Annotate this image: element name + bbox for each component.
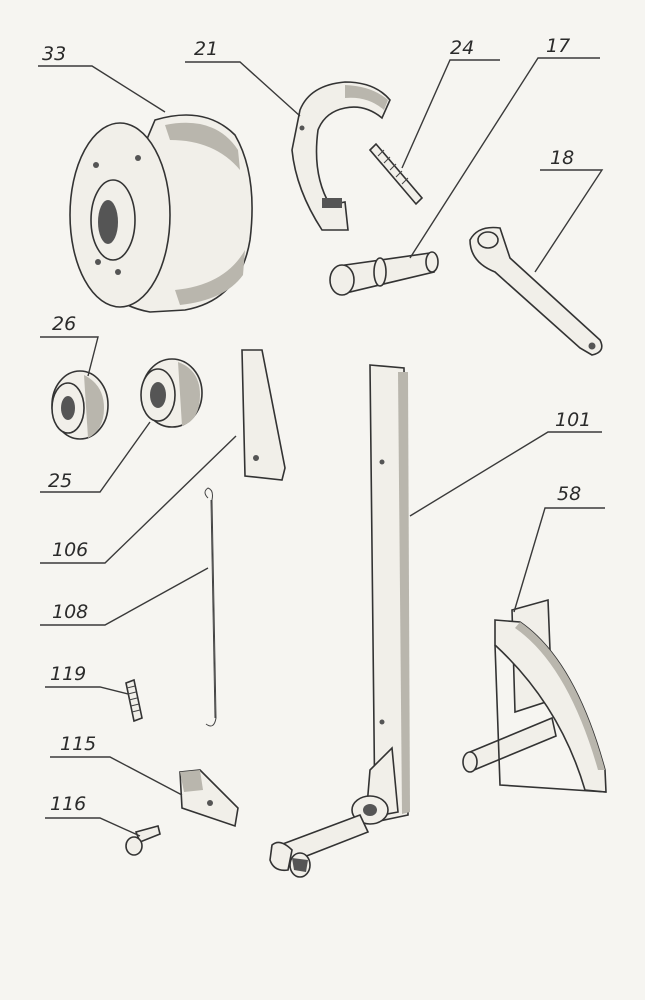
svg-text:25: 25 <box>48 470 72 492</box>
label-21: 21 <box>185 38 301 117</box>
label-115: 115 <box>50 733 183 796</box>
svg-text:24: 24 <box>450 37 474 59</box>
part-106-bracket <box>241 349 286 481</box>
part-119-spring <box>125 678 143 723</box>
label-101: 101 <box>409 409 602 517</box>
svg-text:21: 21 <box>194 38 218 60</box>
svg-text:18: 18 <box>550 147 574 169</box>
part-58-sector <box>462 598 607 793</box>
part-18-lever <box>469 226 603 356</box>
label-58: 58 <box>513 483 605 613</box>
part-115-bracket <box>179 769 239 828</box>
part-26-bearing <box>51 370 109 440</box>
part-17-pin <box>329 251 439 296</box>
part-108-rod <box>204 487 217 727</box>
part-101-arm <box>269 364 410 878</box>
svg-text:116: 116 <box>50 793 86 815</box>
part-25-bearing <box>140 358 203 428</box>
label-108: 108 <box>40 567 209 626</box>
label-24: 24 <box>401 37 500 169</box>
part-33-brake-drum <box>69 114 253 313</box>
svg-text:101: 101 <box>555 409 591 431</box>
svg-text:108: 108 <box>52 601 88 623</box>
label-116: 116 <box>45 793 141 837</box>
part-116-bolt <box>125 825 161 856</box>
part-21-brake-shoe <box>291 81 391 231</box>
svg-text:106: 106 <box>52 539 88 561</box>
label-119: 119 <box>45 663 129 695</box>
label-17: 17 <box>409 35 600 259</box>
svg-text:115: 115 <box>60 733 96 755</box>
label-18: 18 <box>534 147 604 273</box>
svg-text:58: 58 <box>557 483 581 505</box>
label-106: 106 <box>40 435 237 564</box>
svg-text:119: 119 <box>50 663 86 685</box>
label-26: 26 <box>40 313 99 377</box>
svg-text:33: 33 <box>42 43 66 65</box>
svg-text:26: 26 <box>52 313 76 335</box>
label-25: 25 <box>40 421 151 493</box>
label-33: 33 <box>38 43 166 113</box>
svg-text:17: 17 <box>546 35 570 57</box>
part-24-spring <box>368 142 424 206</box>
